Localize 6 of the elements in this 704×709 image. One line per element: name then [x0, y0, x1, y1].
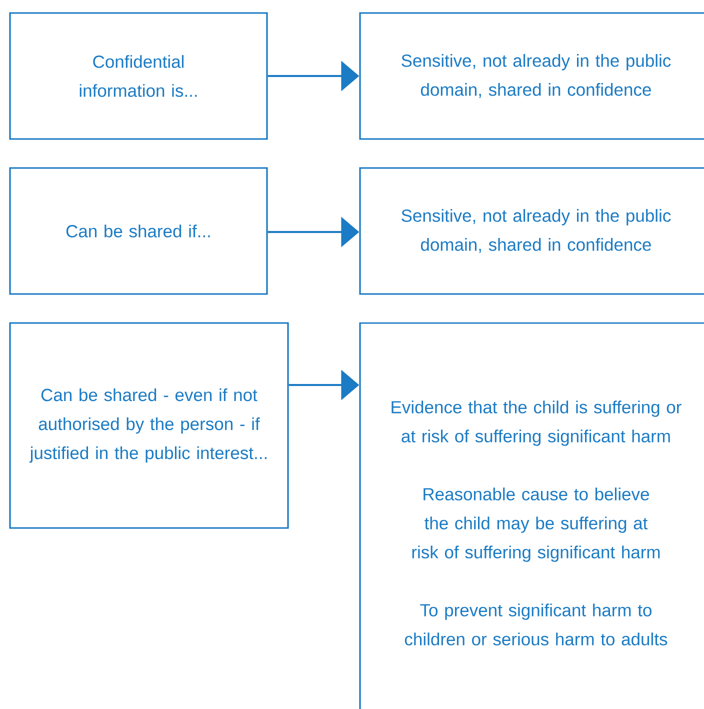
text-box: Can be shared if... [9, 167, 268, 295]
text-box: Can be shared - even if not authorised by the person - if justified in the public interest... [9, 322, 289, 529]
text-box: Confidential information is... [9, 12, 268, 140]
text-box: Sensitive, not already in the public domain, shared in confidence [359, 12, 704, 140]
text-box: Evidence that the child is suffering or at risk of suffering significant harm Reasonable cause to believe the child may be suffering at risk of suffering significant harm To prevent significant harm to children or serious harm to adults [359, 322, 704, 709]
text-box: Sensitive, not already in the public domain, shared in confidence [359, 167, 704, 295]
